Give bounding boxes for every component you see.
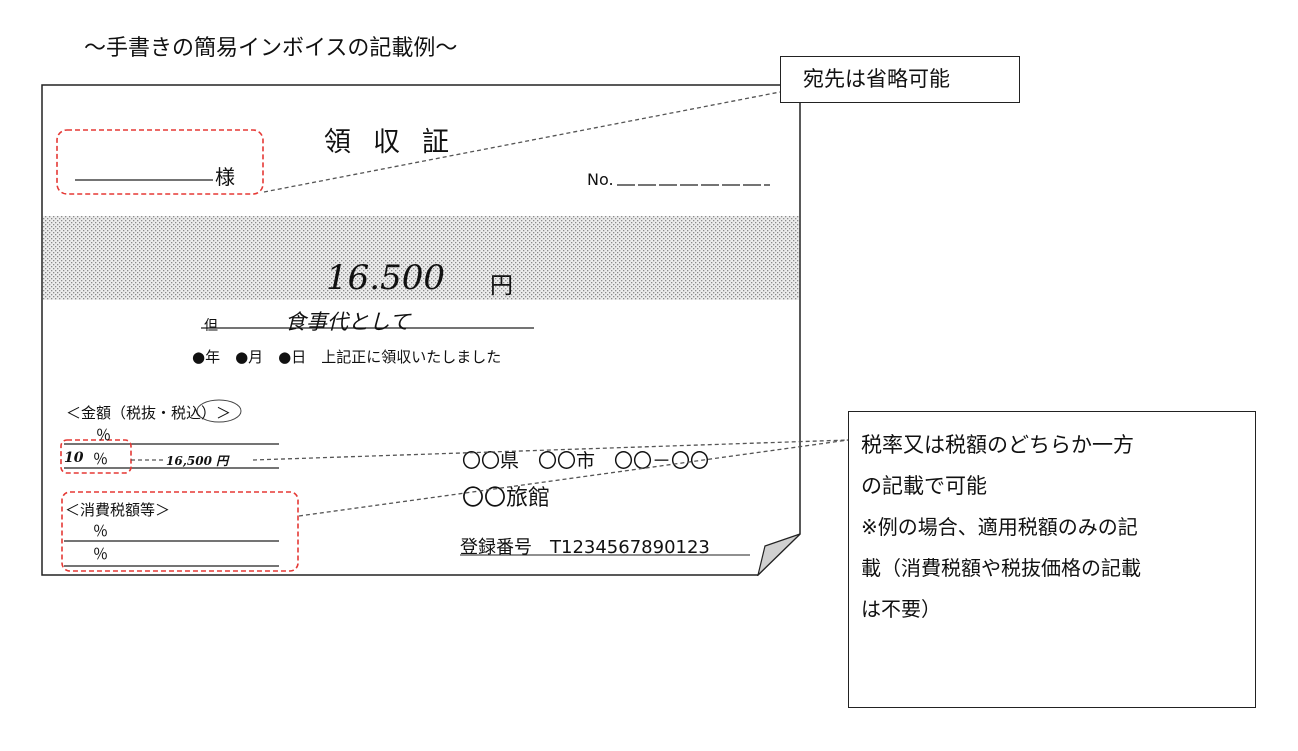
registration-number: 登録番号 T1234567890123 (460, 537, 710, 558)
receipt-amount: 16.500 (326, 258, 445, 298)
amount-band (43, 216, 799, 300)
callout-note: 載（消費税額や税抜価格の記載 (861, 556, 1141, 580)
callout-note: ※例の場合、適用税額のみの記 (861, 515, 1138, 539)
receipt: 領収証 様 No. 16.500 円 但 食事代として ●年 ●月 ●日 上記正… (41, 84, 801, 576)
row-amount: 16,500 円 (166, 454, 229, 468)
circled-option (196, 399, 242, 423)
percent-label: ％ (93, 522, 109, 540)
amount-header: ＜金額（税抜・税込）＞ (66, 404, 232, 422)
callout-addressee-optional: 宛先は省略可能 (780, 56, 1020, 103)
percent-label: ％ (96, 426, 112, 444)
tax-rate: 10 (64, 450, 84, 466)
callout-rate-or-tax: 税率又は税額のどちらか一方 の記載で可能 ※例の場合、適用税額のみの記 載（消費… (848, 411, 1256, 708)
callout-line: 税率又は税額のどちらか一方 (861, 433, 1134, 457)
consumption-tax-header: ＜消費税額等＞ (65, 501, 171, 519)
callout-line: の記載で可能 (861, 474, 987, 498)
percent-label: ％ (93, 450, 109, 468)
issuer-address: 〇〇県 〇〇市 〇〇－〇〇 (462, 450, 710, 472)
date-line: ●年 ●月 ●日 上記正に領収いたしました (192, 348, 502, 366)
addressee-highlight (56, 129, 264, 195)
consumption-tax-highlight (61, 491, 299, 572)
receipt-title: 領収証 (324, 127, 471, 158)
addressee-suffix: 様 (215, 165, 235, 189)
receipt-purpose: 食事代として (285, 310, 411, 334)
currency-label: 円 (490, 273, 513, 299)
callout-note: は不要） (861, 597, 941, 621)
receipt-graphics (41, 84, 801, 576)
rate-highlight (60, 439, 132, 474)
percent-label: ％ (93, 545, 109, 563)
tadashi-label: 但 (204, 318, 218, 334)
folded-corner (757, 533, 801, 576)
receipt-number-label: No. (587, 170, 614, 189)
page-title: ～手書きの簡易インボイスの記載例～ (84, 36, 458, 61)
issuer-name: 〇〇旅館 (462, 486, 551, 511)
